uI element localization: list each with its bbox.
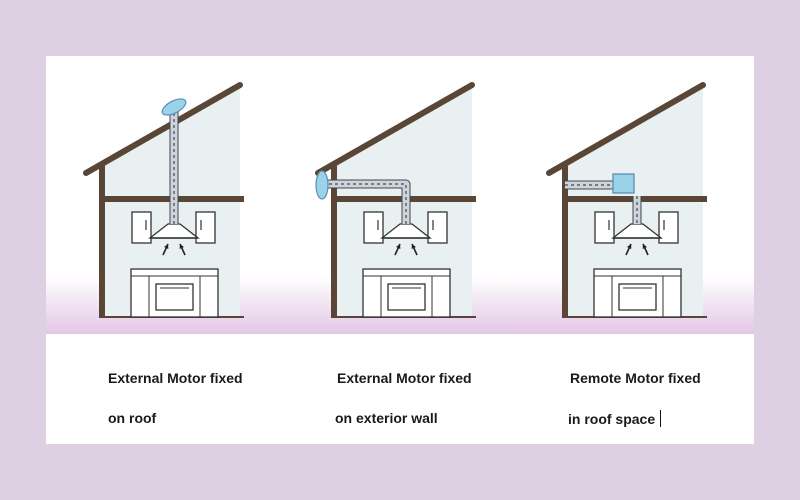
wall-cabinet-right <box>427 211 448 244</box>
caption-1-line-2: on roof <box>108 410 157 426</box>
roof-line <box>83 82 243 176</box>
airflow-arrow-left-head <box>164 244 169 249</box>
wall-cabinet-left <box>594 211 615 244</box>
caption-3-line-1: Remote Motor fixed <box>570 370 701 386</box>
caption-1-line-1: External Motor fixed <box>108 370 243 386</box>
airflow-arrow-right-head <box>411 244 416 249</box>
caption-3-line-2: in roof space <box>568 410 662 427</box>
wall-motor-icon <box>315 170 329 200</box>
house-diagram-1 <box>83 82 244 318</box>
airflow-arrow-left-head <box>627 244 632 249</box>
caption-3-line-2-text: in roof space <box>568 411 656 427</box>
caption-2-line-2: on exterior wall <box>335 410 438 426</box>
wall-cabinet-right <box>195 211 216 244</box>
extraction-diagrams <box>46 82 754 334</box>
house-diagram-3 <box>546 82 707 318</box>
wall-cabinet-right <box>658 211 679 244</box>
wall-duct-airflow <box>325 183 407 224</box>
caption-2-line-1: External Motor fixed <box>337 370 472 386</box>
illustration-panel: External Motor fixed on roof External Mo… <box>46 56 754 444</box>
text-cursor <box>660 410 662 427</box>
airflow-arrow-right-head <box>179 244 184 249</box>
wall-cabinet-left <box>363 211 384 244</box>
roof-line <box>546 82 706 176</box>
roof-line <box>315 82 475 176</box>
roof-motor-icon <box>161 98 187 116</box>
remote-motor-icon <box>612 173 635 194</box>
airflow-arrow-left-head <box>396 244 401 249</box>
wall-cabinet-left <box>131 211 152 244</box>
airflow-arrow-right-head <box>642 244 647 249</box>
house-diagram-2 <box>315 82 476 318</box>
